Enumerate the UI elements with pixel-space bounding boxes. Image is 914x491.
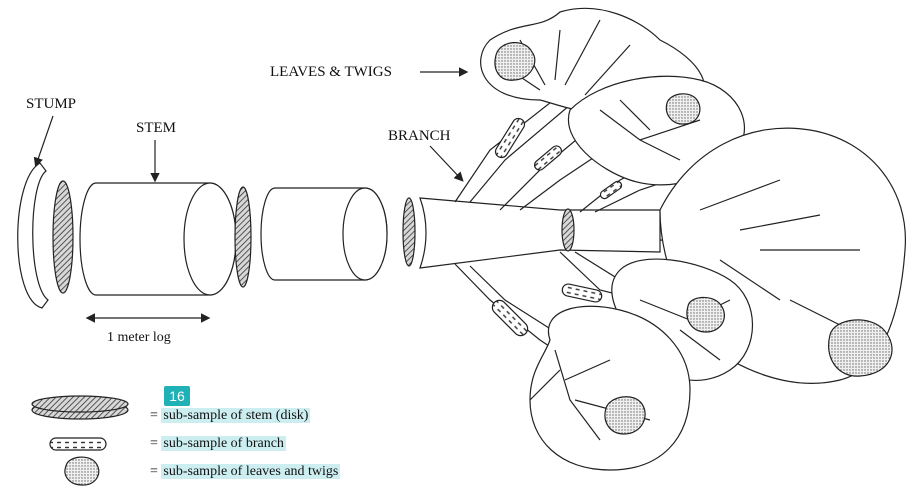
log-length-label: 1 meter log [107, 330, 171, 346]
leaf-sample-3 [687, 297, 724, 332]
legend-prefix: = [150, 436, 161, 451]
legend-item-stem: = sub-sample of stem (disk) [150, 408, 310, 424]
stem-disk-2 [403, 198, 415, 266]
legend-label-stem: sub-sample of stem (disk) [161, 408, 310, 423]
branch-sample-1 [493, 116, 526, 160]
legend-prefix: = [150, 408, 161, 423]
leaf-sample-2 [666, 94, 700, 124]
stump-label: STUMP [26, 96, 76, 113]
stem-disk-3 [562, 209, 574, 251]
stem-disk-1 [235, 187, 251, 287]
legend-prefix: = [150, 464, 161, 479]
legend-disk-icon [32, 396, 128, 419]
branch-arrow [430, 146, 462, 180]
annotation-badge: 16 [164, 386, 190, 406]
stump-arrow [36, 116, 53, 165]
stem-label: STEM [136, 120, 176, 137]
stump-shape [18, 163, 48, 308]
branch-sample-2 [533, 144, 564, 172]
legend-label-leaves: sub-sample of leaves and twigs [161, 464, 340, 479]
legend-leaf-icon [65, 457, 99, 485]
legend-label-branch: sub-sample of branch [161, 436, 286, 451]
leaves-twigs-label: LEAVES & TWIGS [270, 64, 392, 81]
leaf-sample-1 [495, 43, 535, 81]
branch-sample-3 [599, 180, 623, 200]
leaf-sample-5 [605, 397, 645, 434]
legend-item-leaves: = sub-sample of leaves and twigs [150, 464, 340, 480]
leaf-sample-4 [829, 320, 892, 376]
upper-stem [420, 198, 660, 268]
legend-item-branch: = sub-sample of branch [150, 436, 286, 452]
branch-label: BRANCH [388, 128, 451, 145]
legend-branch-icon [50, 438, 106, 450]
stump-disk [53, 181, 73, 293]
